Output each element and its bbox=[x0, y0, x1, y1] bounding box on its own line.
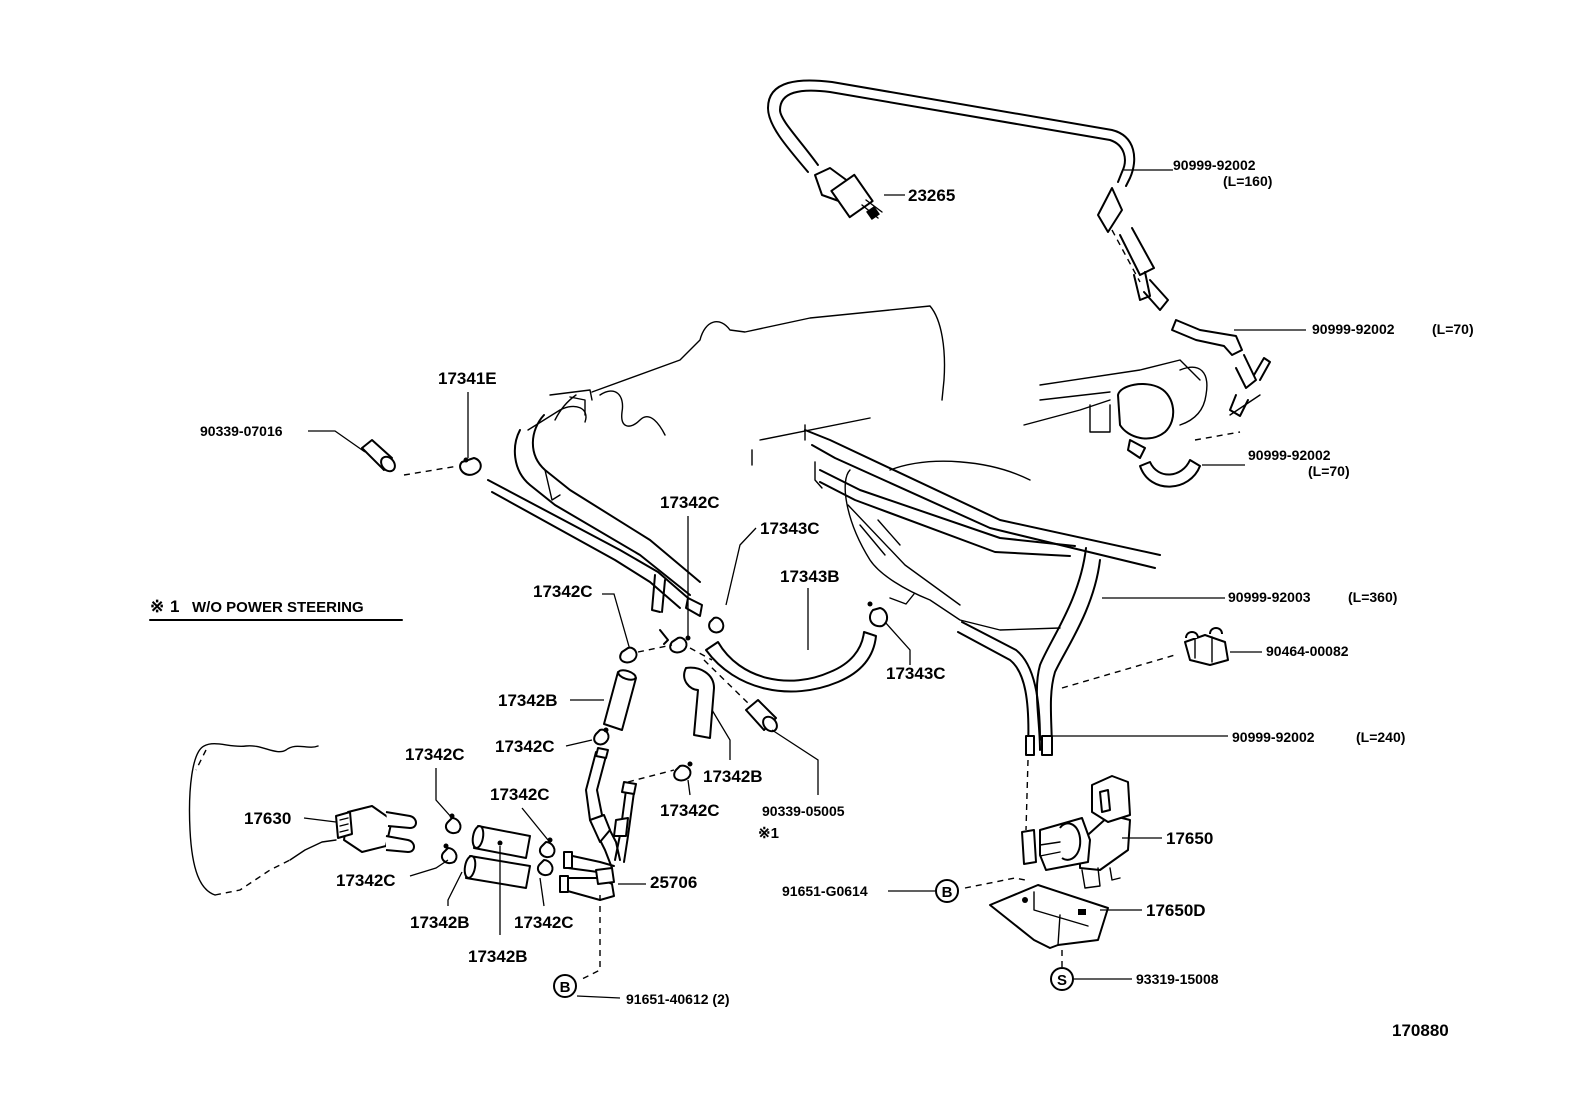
hose-17342B-d bbox=[463, 855, 531, 889]
vsv-17630-icon bbox=[335, 805, 417, 853]
label-17342C-left: 17342C bbox=[533, 582, 593, 601]
label-length-70-b: (L=70) bbox=[1308, 463, 1350, 479]
hose-plug-icon bbox=[361, 439, 396, 473]
label-17342C-g: 17342C bbox=[336, 871, 396, 890]
hose-clip-17342C-e bbox=[536, 837, 556, 876]
left-vacuum-pipe bbox=[487, 479, 703, 645]
engine-outline bbox=[513, 305, 1161, 631]
label-90464-00082: 90464-00082 bbox=[1266, 643, 1349, 659]
hose-clip-17341E bbox=[459, 457, 482, 476]
hose-u-bend bbox=[1139, 459, 1201, 488]
label-17342C-c: 17342C bbox=[495, 737, 555, 756]
label-17342C-h: 17342C bbox=[514, 913, 574, 932]
hose-17343B bbox=[705, 631, 877, 693]
hose-clip-17343C-right bbox=[867, 593, 915, 628]
label-91651-G0614: 91651-G0614 bbox=[782, 883, 868, 899]
label-90999-92002-l160: 90999-92002 bbox=[1173, 157, 1256, 173]
label-90999-92002-l240: 90999-92002 bbox=[1232, 729, 1315, 745]
upper-vacuum-hose bbox=[767, 79, 1136, 187]
label-17343C-right: 17343C bbox=[886, 664, 946, 683]
svg-text:W/O POWER STEERING: W/O POWER STEERING bbox=[192, 599, 364, 616]
label-90999-92002-l70-a: 90999-92002 bbox=[1312, 321, 1395, 337]
hose-17342B-b bbox=[683, 666, 715, 739]
callout-b-pipe-bolt: B bbox=[553, 974, 577, 998]
svg-text:B: B bbox=[942, 884, 953, 901]
hose-clip-17342C-a bbox=[619, 635, 691, 664]
svg-text:※: ※ bbox=[150, 597, 164, 616]
svg-text:B: B bbox=[560, 979, 571, 996]
label-length-240: (L=240) bbox=[1356, 729, 1405, 745]
label-length-160: (L=160) bbox=[1223, 173, 1272, 189]
label-17342B-b: 17342B bbox=[703, 767, 763, 786]
label-17650: 17650 bbox=[1166, 829, 1213, 848]
label-17342B-d: 17342B bbox=[468, 947, 528, 966]
hose-17342B-c bbox=[471, 825, 531, 859]
vacuum-sensor-icon bbox=[814, 167, 883, 220]
label-93319-15008: 93319-15008 bbox=[1136, 971, 1219, 987]
hose-17342B-a bbox=[603, 669, 637, 731]
note-wo-power-steering: ※ 1 W/O POWER STEERING bbox=[149, 597, 403, 621]
hose-clip-17342C-c bbox=[593, 727, 610, 746]
bracket-icon bbox=[989, 884, 1109, 949]
callout-s-screw: S bbox=[1050, 967, 1074, 991]
label-17342C-top: 17342C bbox=[660, 493, 720, 512]
hose-clip-17343C bbox=[708, 616, 725, 634]
svg-text:S: S bbox=[1057, 972, 1067, 989]
vsv-hoses bbox=[957, 547, 1101, 756]
intake-manifold-outline bbox=[1023, 354, 1271, 459]
vacuum-switching-valve-icon bbox=[1021, 775, 1131, 889]
label-17342B-a: 17342B bbox=[498, 691, 558, 710]
label-17650D: 17650D bbox=[1146, 901, 1206, 920]
label-90339-05005: 90339-05005 bbox=[762, 803, 845, 819]
label-17343C-top: 17343C bbox=[760, 519, 820, 538]
hose-connector-icon bbox=[1097, 187, 1243, 356]
label-17342C-e: 17342C bbox=[490, 785, 550, 804]
label-length-70-a: (L=70) bbox=[1432, 321, 1474, 337]
label-17341E: 17341E bbox=[438, 369, 497, 388]
engine-fragment-left bbox=[188, 743, 337, 896]
label-17343B: 17343B bbox=[780, 567, 840, 586]
label-17342B-c: 17342B bbox=[410, 913, 470, 932]
label-90999-92002-l70-b: 90999-92002 bbox=[1248, 447, 1331, 463]
label-90339-07016: 90339-07016 bbox=[200, 423, 283, 439]
label-91651-40612: 91651-40612 (2) bbox=[626, 991, 730, 1007]
label-17630: 17630 bbox=[244, 809, 291, 828]
callout-b-bracket-bolt: B bbox=[935, 879, 959, 903]
hose-clip-17342C-f bbox=[444, 813, 462, 834]
hose-clip-17342C-g bbox=[440, 843, 458, 864]
label-90999-92003: 90999-92003 bbox=[1228, 589, 1311, 605]
label-90339-05005-note: ※1 bbox=[758, 825, 779, 842]
hose-clamp-icon bbox=[1184, 627, 1229, 666]
label-length-360: (L=360) bbox=[1348, 589, 1397, 605]
label-23265: 23265 bbox=[908, 186, 955, 205]
hose-clip-17342C-d bbox=[673, 761, 693, 782]
diagram-number: 170880 bbox=[1392, 1021, 1449, 1040]
vacuum-pipe-icon bbox=[559, 747, 637, 901]
hose-plug-90339-05005 bbox=[745, 699, 778, 733]
label-25706: 25706 bbox=[650, 873, 697, 892]
label-17342C-f: 17342C bbox=[405, 745, 465, 764]
svg-text:1: 1 bbox=[170, 597, 179, 616]
label-17342C-d: 17342C bbox=[660, 801, 720, 820]
